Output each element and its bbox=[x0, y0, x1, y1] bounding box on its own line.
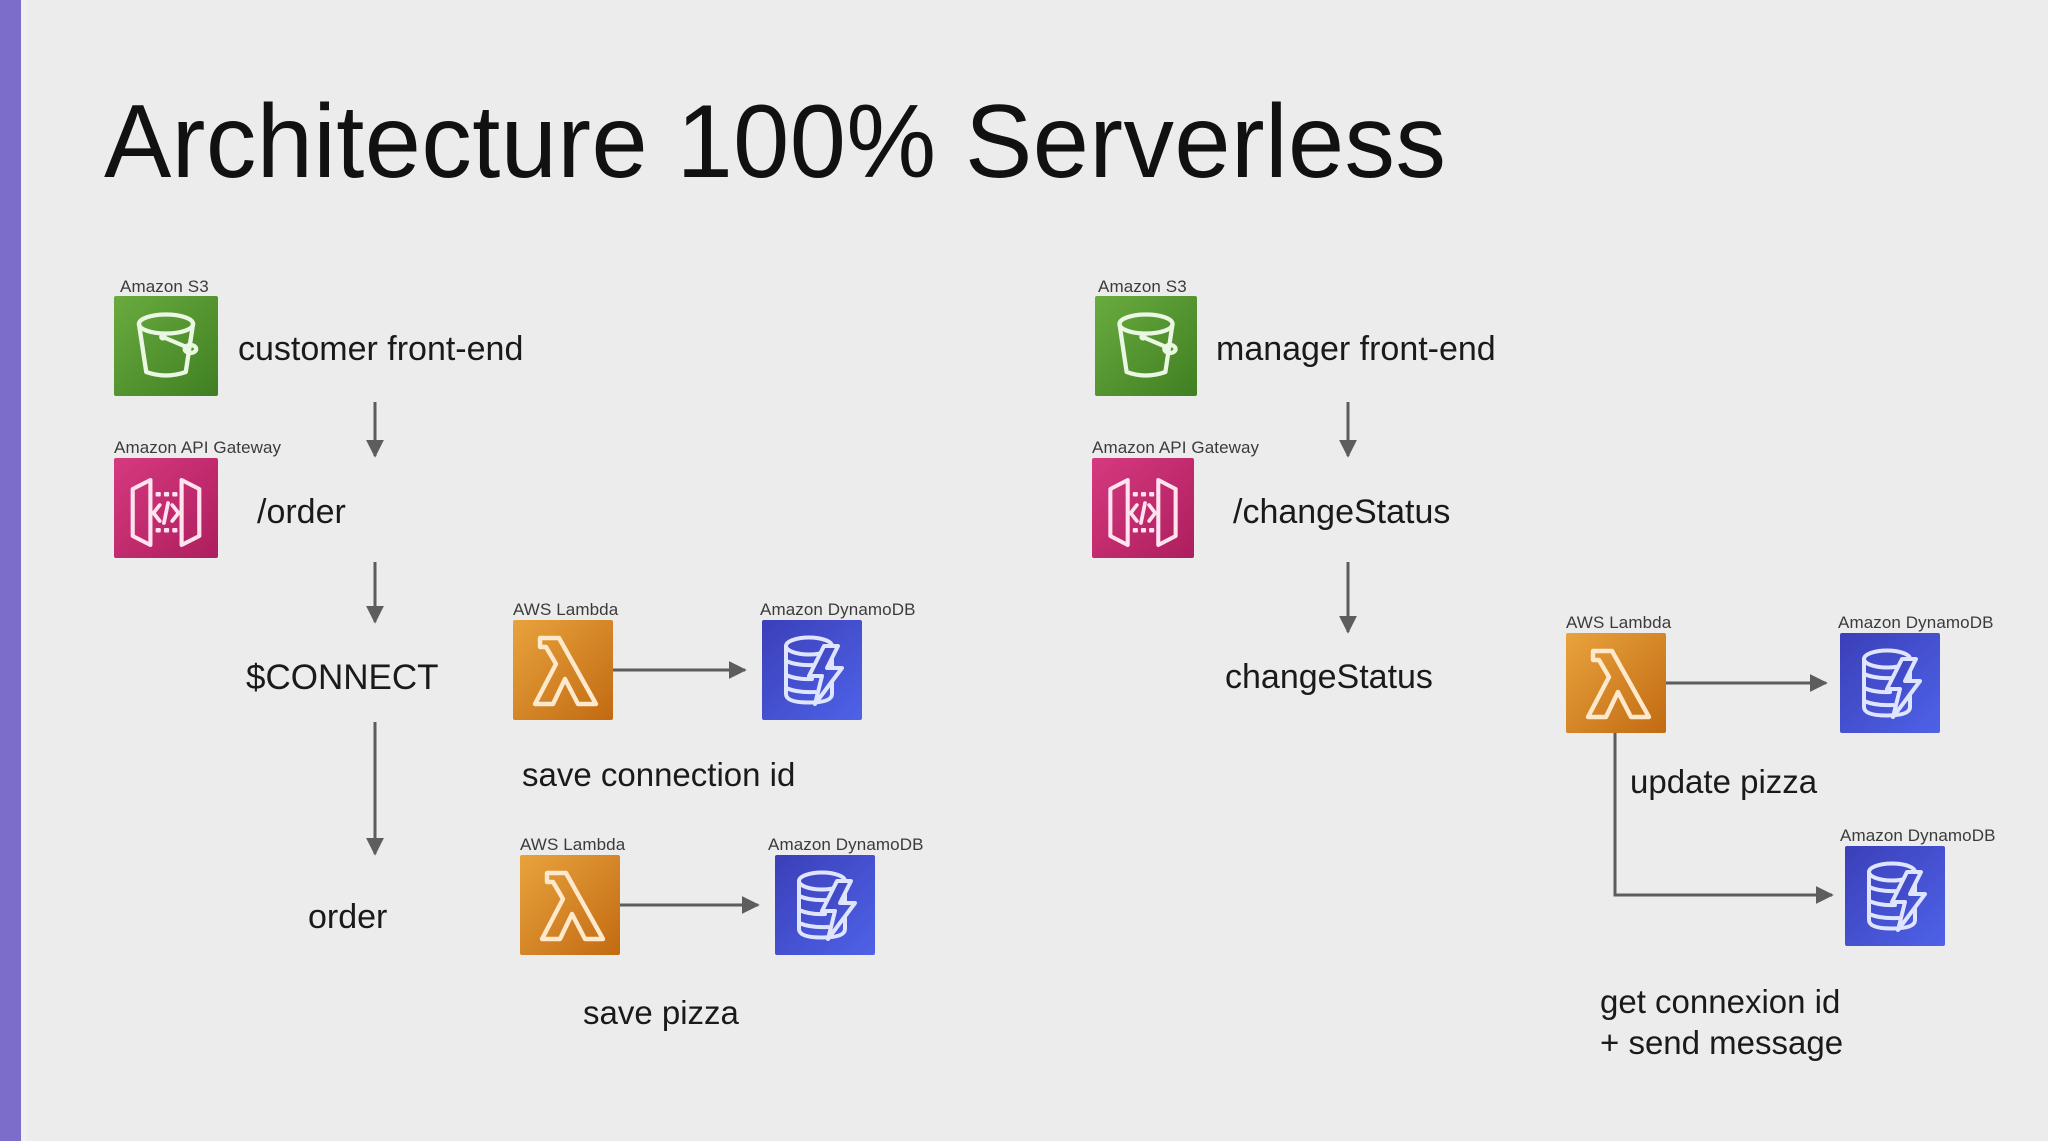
right-s3-label: Amazon S3 bbox=[1098, 277, 1187, 296]
arrow-lambda-to-dynamo-bottom bbox=[1600, 733, 1850, 904]
aws-lambda-icon bbox=[1566, 633, 1666, 733]
left-s3-label: Amazon S3 bbox=[120, 277, 209, 296]
left-api-gateway-label: Amazon API Gateway bbox=[114, 438, 282, 457]
left-connect-route: $CONNECT bbox=[246, 658, 439, 697]
arrow-manager-to-changestatus bbox=[1328, 400, 1368, 470]
arrow-lambda-to-dynamo-2 bbox=[620, 890, 770, 920]
amazon-dynamodb-icon bbox=[1845, 846, 1945, 946]
right-changestatus-handler: changeStatus bbox=[1225, 658, 1433, 696]
arrow-changestatusroute-to-handler bbox=[1328, 560, 1368, 648]
arrow-connect-to-order bbox=[355, 720, 395, 870]
aws-lambda-icon bbox=[520, 855, 620, 955]
arrow-frontend-to-order bbox=[355, 400, 395, 470]
amazon-dynamodb-icon bbox=[775, 855, 875, 955]
left-branch2-caption: save pizza bbox=[583, 994, 739, 1031]
right-api-route: /changeStatus bbox=[1233, 493, 1451, 531]
right-branch-caption-bottom-line2: + send message bbox=[1600, 1024, 1844, 1061]
left-branch1-lambda-label: AWS Lambda bbox=[513, 600, 619, 619]
arrow-lambda-to-dynamo-top bbox=[1666, 668, 1846, 698]
amazon-s3-icon bbox=[1095, 296, 1197, 396]
right-branch-dynamo-top-label: Amazon DynamoDB bbox=[1838, 613, 1994, 632]
right-branch-caption-top: update pizza bbox=[1630, 763, 1818, 800]
right-s3-caption: manager front-end bbox=[1216, 330, 1496, 368]
right-branch-caption-bottom-line1: get connexion id bbox=[1600, 983, 1841, 1020]
right-api-gateway-label: Amazon API Gateway bbox=[1092, 438, 1260, 457]
amazon-dynamodb-icon bbox=[1840, 633, 1940, 733]
left-accent-gap bbox=[21, 0, 27, 1141]
page-title: Architecture 100% Serverless bbox=[104, 84, 1447, 200]
right-branch-dynamo-bottom-label: Amazon DynamoDB bbox=[1840, 826, 1996, 845]
left-accent-bar bbox=[0, 0, 21, 1141]
amazon-api-gateway-icon bbox=[114, 458, 218, 558]
amazon-dynamodb-icon bbox=[762, 620, 862, 720]
left-branch1-caption: save connection id bbox=[522, 756, 796, 793]
aws-lambda-icon bbox=[513, 620, 613, 720]
left-s3-caption: customer front-end bbox=[238, 330, 524, 368]
left-branch2-dynamo-label: Amazon DynamoDB bbox=[768, 835, 924, 854]
left-order-route: order bbox=[308, 898, 388, 936]
right-branch-lambda-label: AWS Lambda bbox=[1566, 613, 1672, 632]
amazon-s3-icon bbox=[114, 296, 218, 396]
amazon-api-gateway-icon bbox=[1092, 458, 1194, 558]
left-branch2-lambda-label: AWS Lambda bbox=[520, 835, 626, 854]
left-branch1-dynamo-label: Amazon DynamoDB bbox=[760, 600, 916, 619]
arrow-lambda-to-dynamo-1 bbox=[613, 655, 763, 685]
left-api-route: /order bbox=[257, 493, 346, 531]
arrow-order-to-connect bbox=[355, 560, 395, 638]
